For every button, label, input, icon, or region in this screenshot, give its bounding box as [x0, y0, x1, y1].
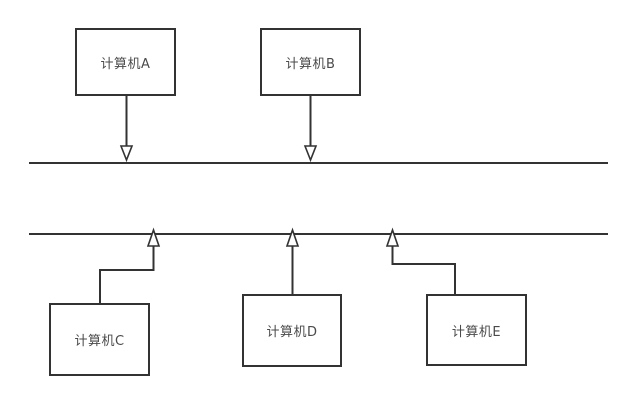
- connector-computer-c: [99, 246, 155, 303]
- node-computer-e: 计算机E: [426, 294, 527, 366]
- node-computer-b: 计算机B: [260, 28, 361, 96]
- node-computer-a: 计算机A: [75, 28, 176, 96]
- node-computer-e-label: 计算机E: [451, 324, 502, 340]
- node-computer-a-label: 计算机A: [100, 56, 151, 72]
- node-computer-b-label: 计算机B: [285, 56, 336, 72]
- arrowhead-up-computer-d: [285, 227, 300, 247]
- node-computer-d: 计算机D: [242, 294, 342, 367]
- arrowhead-down-computer-b: [303, 145, 318, 163]
- arrowhead-up-computer-e: [385, 227, 400, 247]
- node-computer-c: 计算机C: [49, 303, 150, 376]
- node-computer-d-label: 计算机D: [266, 325, 318, 340]
- connector-computer-e: [391, 246, 456, 294]
- arrowhead-up-computer-c: [146, 227, 161, 247]
- node-computer-c-label: 计算机C: [74, 334, 125, 349]
- arrowhead-down-computer-a: [119, 145, 134, 163]
